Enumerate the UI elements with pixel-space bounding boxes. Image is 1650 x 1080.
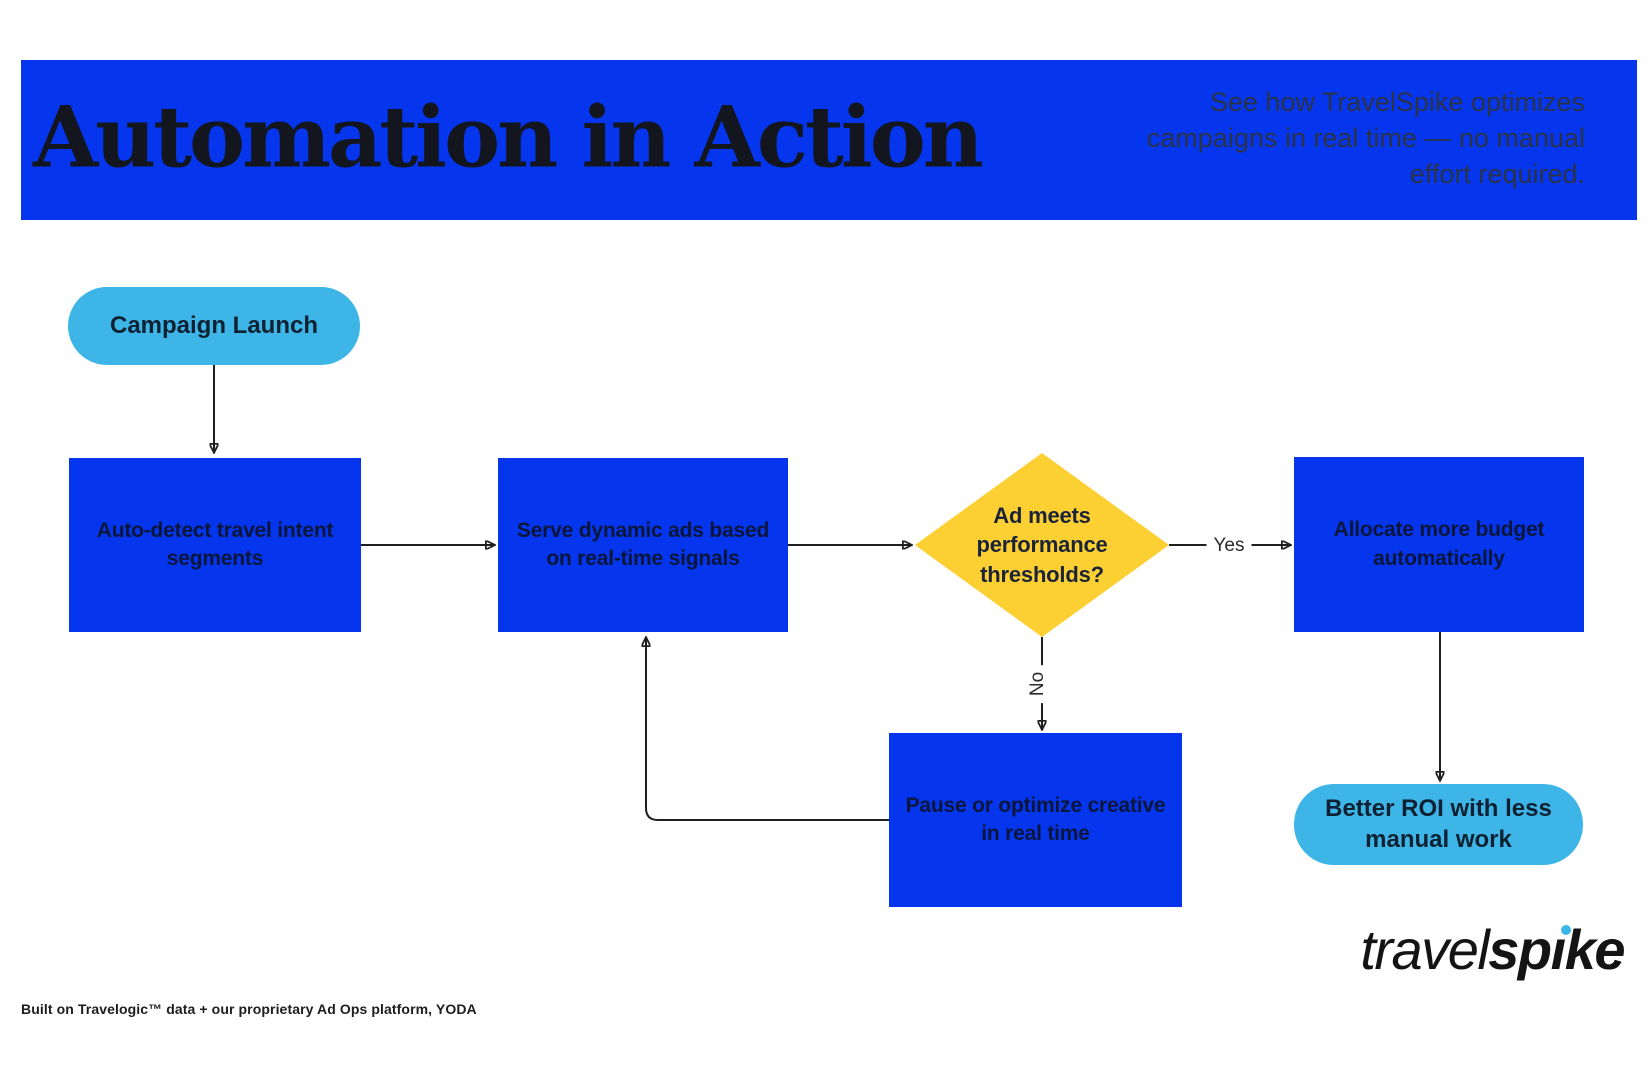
logo-i-dot-icon xyxy=(1560,925,1571,935)
node-pause-optimize-label: Pause or optimize creative in real time xyxy=(905,793,1166,845)
node-allocate-budget: Allocate more budget automatically xyxy=(1294,457,1584,632)
node-campaign-launch-label: Campaign Launch xyxy=(109,311,319,339)
node-serve-dynamic-ads: Serve dynamic ads based on real-time sig… xyxy=(498,458,788,632)
node-campaign-launch: Campaign Launch xyxy=(68,287,360,365)
logo-spike-i-glyph: ı xyxy=(1550,918,1567,981)
logo-spike-i: ı xyxy=(1550,918,1571,981)
node-pause-optimize: Pause or optimize creative in real time xyxy=(889,733,1182,907)
edge-label-yes: Yes xyxy=(1206,534,1252,558)
node-allocate-budget-label: Allocate more budget automatically xyxy=(1333,518,1545,570)
node-performance-decision-label: Ad meets performance thresholds? xyxy=(976,503,1108,587)
page-subtitle: See how TravelSpike optimizes campaigns … xyxy=(1146,87,1585,189)
logo-spike-ke: ke xyxy=(1564,918,1626,981)
node-better-roi-label: Better ROI with less manual work xyxy=(1325,794,1552,853)
page-title: Automation in Action xyxy=(33,87,984,187)
edge-pause-serve-loop xyxy=(646,638,889,821)
node-better-roi: Better ROI with less manual work xyxy=(1294,784,1583,865)
node-performance-decision: Ad meets performance thresholds? xyxy=(915,453,1169,637)
footer-attribution: Built on Travelogic™ data + our propriet… xyxy=(21,1001,477,1017)
node-auto-detect-segments: Auto-detect travel intent segments xyxy=(69,458,361,632)
logo-spike-sp: sp xyxy=(1488,918,1552,981)
node-auto-detect-segments-label: Auto-detect travel intent segments xyxy=(96,518,334,570)
header-banner: Automation in Action See how TravelSpike… xyxy=(21,60,1637,220)
logo-travel-text: travel xyxy=(1360,918,1489,981)
node-serve-dynamic-ads-label: Serve dynamic ads based on real-time sig… xyxy=(516,518,770,570)
edge-label-no: No xyxy=(1026,664,1050,704)
